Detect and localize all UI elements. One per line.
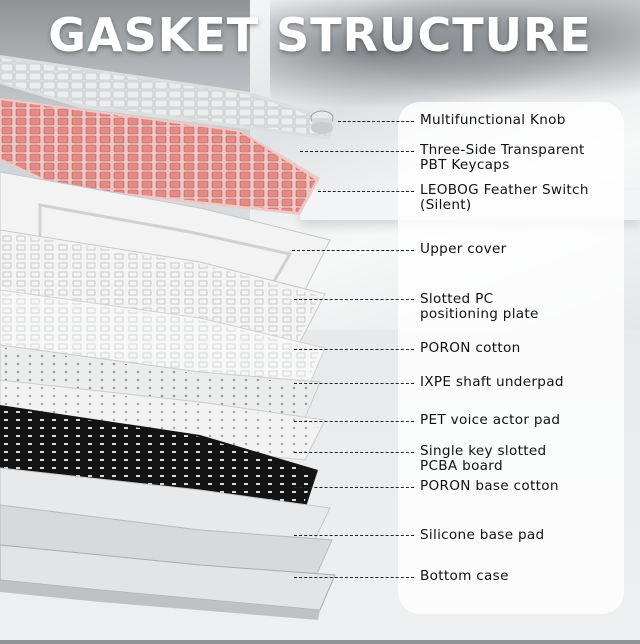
page-title: GASKET STRUCTURE: [48, 8, 592, 62]
layer-knob: [310, 110, 334, 134]
label-poron-cotton: PORON cotton: [420, 340, 521, 356]
leader-line-silicone: [294, 535, 414, 536]
leader-line-bottom: [294, 577, 414, 578]
leader-line-upper: [292, 250, 414, 251]
label-positioning-plate: Slotted PC positioning plate: [420, 291, 539, 322]
keyboard-layers-graphic: [0, 55, 336, 620]
label-multifunctional-knob: Multifunctional Knob: [420, 112, 566, 128]
leader-line-ixpe: [294, 383, 414, 384]
leader-line-knob: [338, 121, 414, 122]
label-pcba-board: Single key slotted PCBA board: [420, 443, 547, 474]
leader-line-switch: [318, 191, 414, 192]
leader-line-keycaps: [300, 151, 414, 152]
layer-switches: [0, 98, 320, 215]
label-upper-cover: Upper cover: [420, 241, 507, 257]
layer-bottom-case: [0, 544, 336, 620]
labels-panel: [398, 102, 624, 614]
leader-line-plate: [294, 299, 414, 300]
label-feather-switch: LEOBOG Feather Switch (Silent): [420, 182, 589, 213]
label-keycaps: Three-Side Transparent PBT Keycaps: [420, 142, 585, 173]
layer-pet-pad: [0, 379, 326, 461]
label-bottom-case: Bottom case: [420, 568, 509, 584]
leader-line-poron: [294, 349, 414, 350]
background-snowy-tree: [270, 0, 640, 120]
leader-line-pcba: [294, 452, 414, 453]
label-silicone-pad: Silicone base pad: [420, 527, 545, 543]
label-pet-pad: PET voice actor pad: [420, 412, 561, 428]
keyboard-exploded-view: [0, 40, 400, 640]
layer-keycaps: [0, 55, 335, 140]
leader-line-poronbase: [294, 487, 414, 488]
label-ixpe-underpad: IXPE shaft underpad: [420, 374, 564, 390]
label-poron-base-cotton: PORON base cotton: [420, 478, 559, 494]
leader-line-pet: [294, 421, 414, 422]
